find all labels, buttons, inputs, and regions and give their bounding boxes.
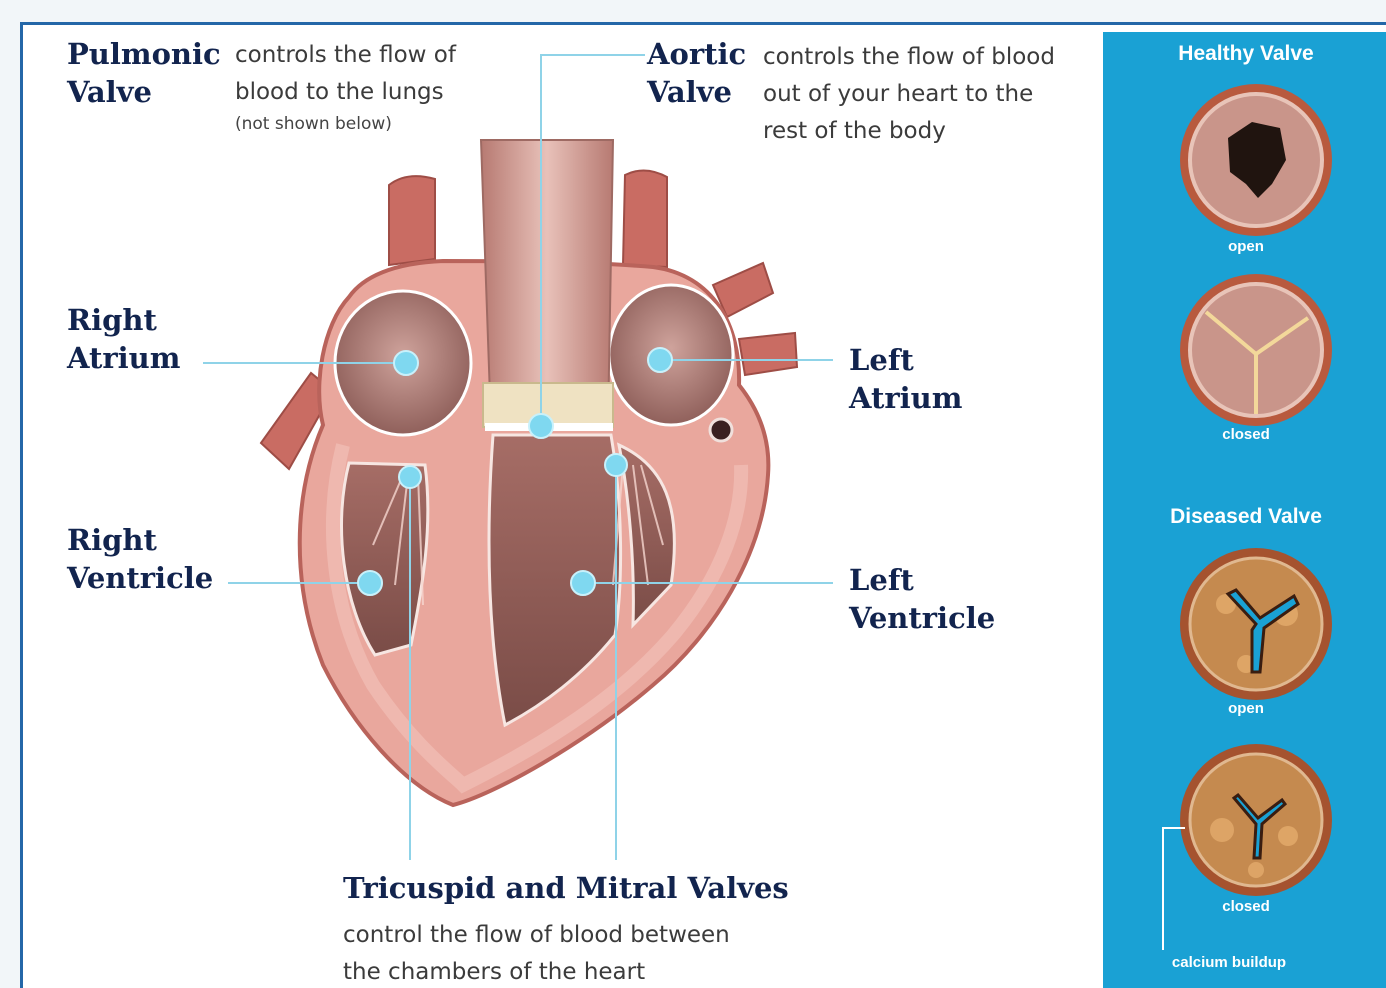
- healthy-valve-closed-image: [1176, 270, 1336, 430]
- tricuspid-desc-line1: control the flow of blood between: [343, 917, 730, 954]
- right-atrium-label: Right Atrium: [67, 301, 180, 377]
- diseased-closed-caption: closed: [1103, 898, 1386, 915]
- right-atrium-line2: Atrium: [67, 339, 180, 377]
- diseased-valve-open-image: [1176, 544, 1336, 704]
- pulmonic-desc-line2: blood to the lungs: [235, 74, 456, 111]
- diagram-frame: Pulmonic Valve controls the flow of bloo…: [20, 22, 1386, 988]
- diseased-open-caption: open: [1103, 700, 1386, 717]
- right-atrium-line1: Right: [67, 301, 180, 339]
- calcium-buildup-caption: calcium buildup: [1079, 954, 1379, 971]
- healthy-valve-title: Healthy Valve: [1103, 42, 1386, 66]
- left-ventricle-line2: Ventricle: [849, 599, 995, 637]
- aortic-desc-line1: controls the flow of blood: [763, 39, 1055, 76]
- right-ventricle-line2: Ventricle: [67, 559, 213, 597]
- pulmonic-valve-title: Pulmonic Valve: [67, 35, 221, 111]
- aortic-valve-title: Aortic Valve: [647, 35, 746, 111]
- pulmonic-valve-description: controls the flow of blood to the lungs …: [235, 37, 456, 137]
- right-ventricle-label: Right Ventricle: [67, 521, 213, 597]
- left-atrium-line2: Atrium: [849, 379, 962, 417]
- tricuspid-mitral-title: Tricuspid and Mitral Valves: [343, 869, 789, 907]
- aortic-desc-line2: out of your heart to the: [763, 76, 1055, 113]
- healthy-open-caption: open: [1103, 238, 1386, 255]
- aortic-title-line2: Valve: [647, 73, 746, 111]
- healthy-valve-open-image: [1176, 80, 1336, 240]
- pulmonic-title-line2: Valve: [67, 73, 221, 111]
- left-atrium-line1: Left: [849, 341, 962, 379]
- heart-illustration: [23, 25, 1103, 988]
- pulmonic-title-line1: Pulmonic: [67, 35, 221, 73]
- left-ventricle-label: Left Ventricle: [849, 561, 995, 637]
- aortic-valve-description: controls the flow of blood out of your h…: [763, 39, 1055, 150]
- aortic-title-line1: Aortic: [647, 35, 746, 73]
- valve-comparison-panel: Healthy Valve open closed Diseased Valve: [1103, 32, 1386, 988]
- tricuspid-mitral-description: control the flow of blood between the ch…: [343, 917, 730, 988]
- diseased-valve-title: Diseased Valve: [1103, 505, 1386, 529]
- pulmonic-desc-line1: controls the flow of: [235, 37, 456, 74]
- right-ventricle-line1: Right: [67, 521, 213, 559]
- aortic-desc-line3: rest of the body: [763, 113, 1055, 150]
- pulmonic-note: (not shown below): [235, 111, 456, 137]
- left-ventricle-line1: Left: [849, 561, 995, 599]
- healthy-closed-caption: closed: [1103, 426, 1386, 443]
- left-atrium-label: Left Atrium: [849, 341, 962, 417]
- tricuspid-desc-line2: the chambers of the heart: [343, 954, 730, 988]
- calcium-pointer-line: [1159, 822, 1219, 952]
